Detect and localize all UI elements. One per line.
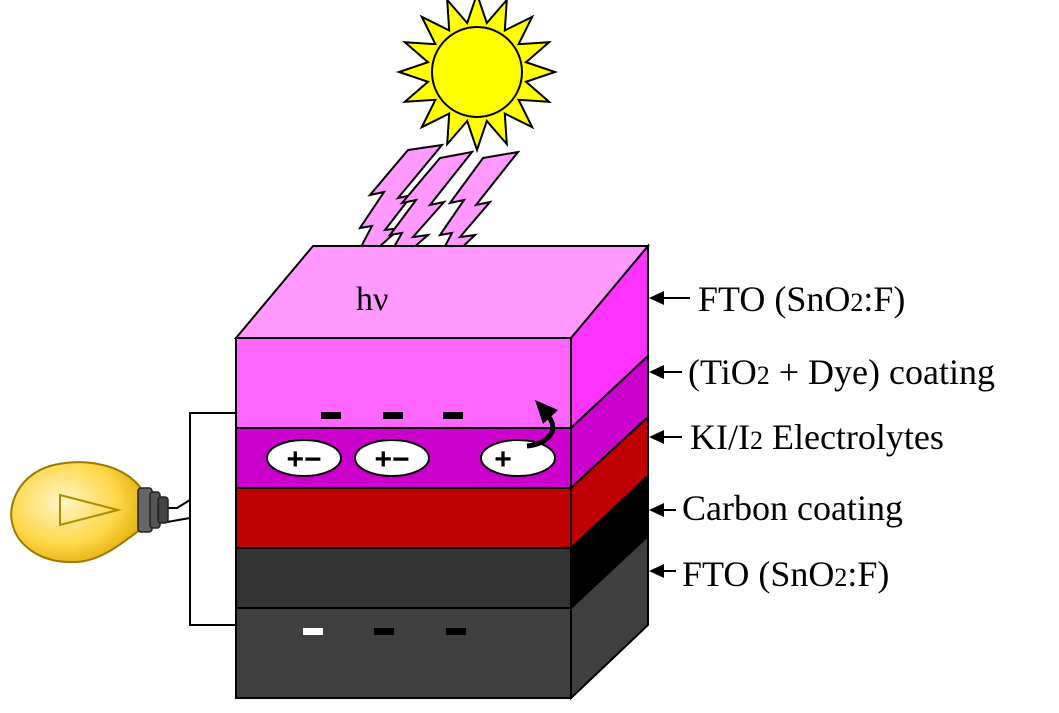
arrow-left-icon — [649, 365, 664, 379]
electron-sign — [446, 628, 466, 635]
arrow-left-icon — [649, 291, 664, 305]
layer-labels: FTO (SnO2:F) (TiO2 + Dye) coating KI/I2 … — [649, 279, 995, 594]
light-bulb-icon — [10, 461, 169, 564]
label-tio2-dye-group: (TiO2 + Dye) coating — [649, 352, 995, 392]
layer-carbon — [235, 547, 572, 609]
electron-sign — [383, 412, 403, 419]
electron-sign — [321, 412, 341, 419]
label-carbon: Carbon coating — [682, 488, 903, 528]
electron-sign — [374, 628, 394, 635]
label-fto-bottom: FTO (SnO2:F) — [682, 554, 889, 594]
ion-pair-ellipse — [266, 439, 342, 477]
electrons-top — [321, 412, 463, 419]
bulb-connector-wire — [167, 499, 191, 509]
layer-fto-top — [235, 337, 572, 429]
ion-pair-label: +− — [286, 443, 321, 476]
arrow-left-icon — [649, 503, 664, 517]
label-tio2-dye: (TiO2 + Dye) coating — [688, 352, 995, 392]
label-fto-top: FTO (SnO2:F) — [698, 279, 905, 319]
electron-sign — [443, 412, 463, 419]
external-circuit-wire — [189, 412, 236, 626]
ion-pair-ellipse — [354, 439, 430, 477]
photon-label: hν — [356, 281, 388, 318]
arrow-left-icon — [649, 564, 664, 578]
bulb-connector-wire — [166, 517, 191, 523]
electrons-bottom — [303, 628, 466, 635]
ion-pair-label: +− — [374, 443, 409, 476]
hole-label: + — [494, 443, 512, 476]
layer-fto-bottom — [235, 607, 572, 699]
label-electrolyte: KI/I2 Electrolytes — [690, 417, 944, 457]
label-carbon-group: Carbon coating — [649, 488, 903, 528]
sun-icon — [395, 0, 559, 154]
label-fto-bottom-group: FTO (SnO2:F) — [649, 554, 889, 594]
hole-ellipse — [480, 439, 556, 477]
ion-pairs: +− +− + — [266, 439, 556, 477]
layer-electrolyte — [235, 487, 572, 549]
label-fto-top-group: FTO (SnO2:F) — [649, 279, 905, 319]
arrow-left-icon — [649, 430, 664, 444]
curved-arrow-icon — [526, 400, 558, 449]
cell-front-faces — [235, 337, 572, 699]
cell-side-faces — [570, 243, 649, 701]
electron-sign — [303, 628, 323, 635]
label-electrolyte-group: KI/I2 Electrolytes — [649, 417, 944, 457]
